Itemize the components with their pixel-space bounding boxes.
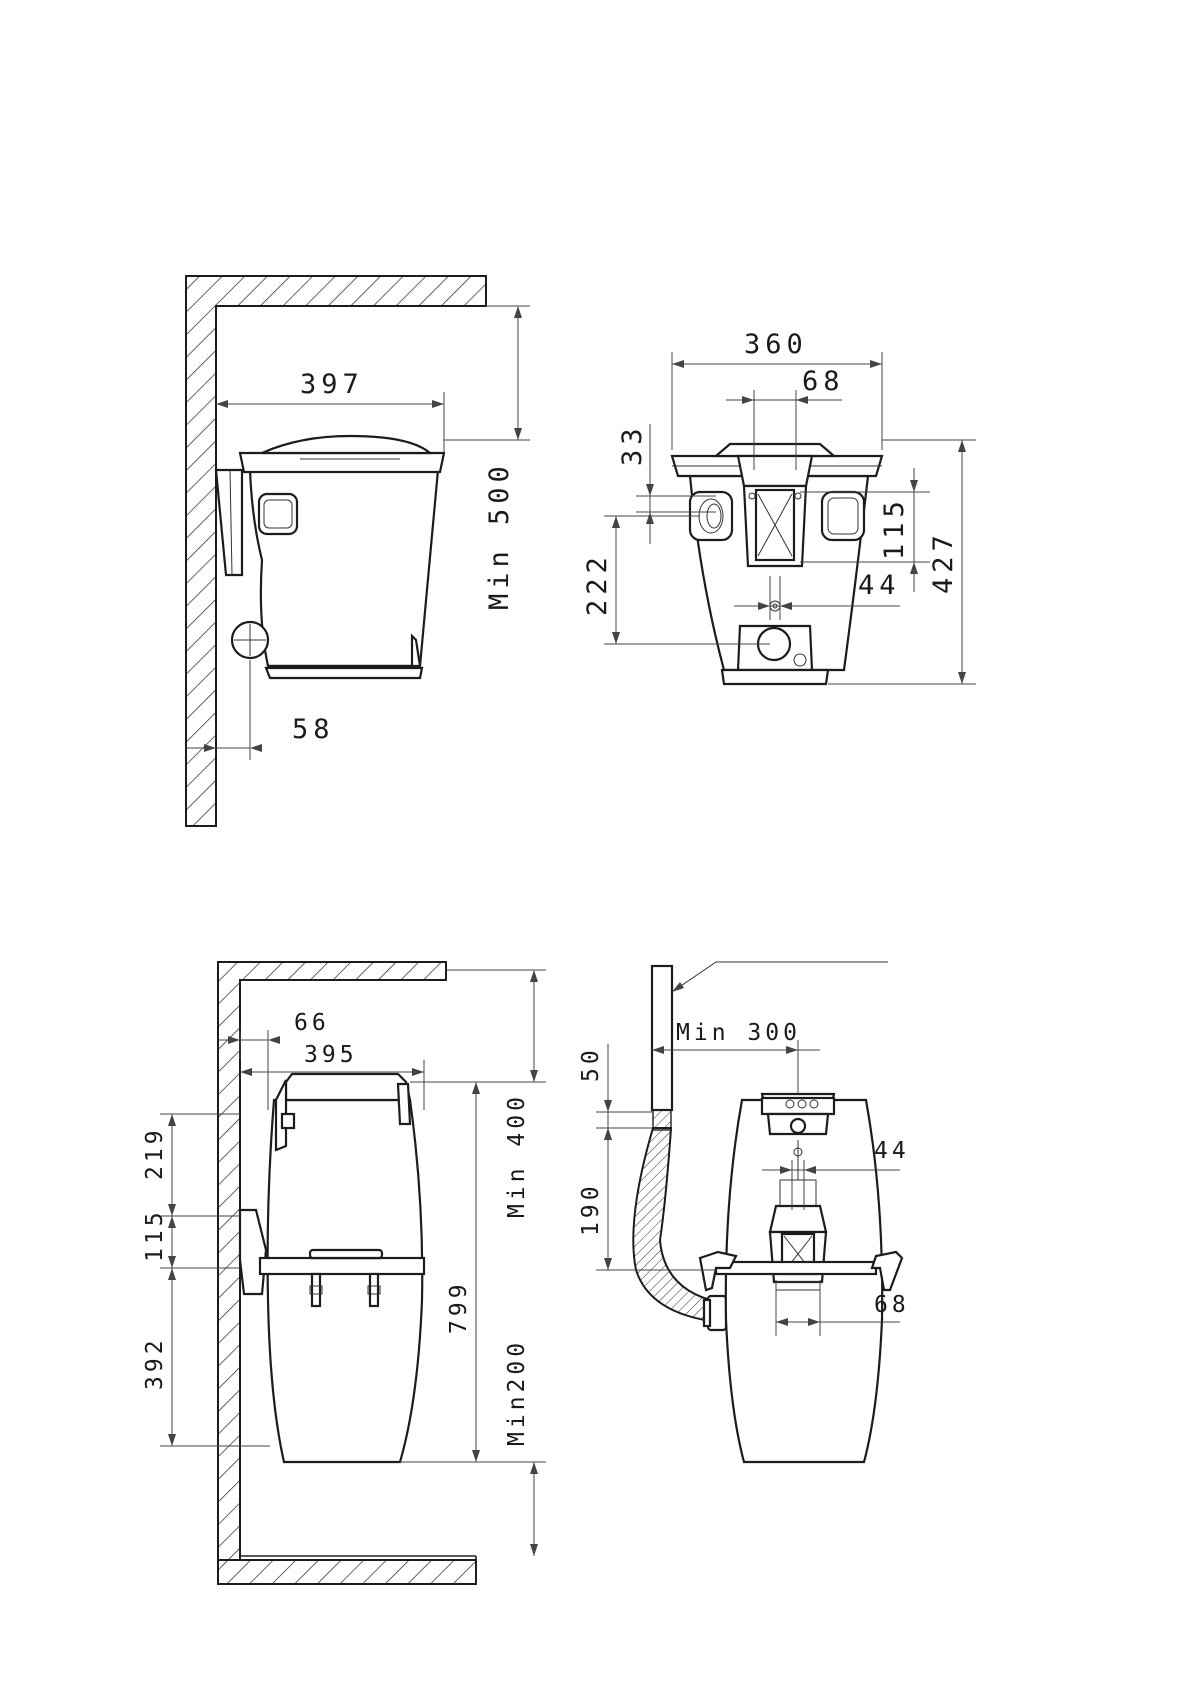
- dim-min-500: Min 500: [444, 306, 530, 610]
- view-bottom-side: 66 395 219 115 392: [142, 962, 546, 1584]
- dim-115-top-label: 115: [879, 496, 910, 560]
- dim-799-label: 799: [446, 1280, 472, 1334]
- vacuum-unit-tall-side: [240, 1074, 424, 1462]
- vacuum-unit-side: [216, 436, 444, 678]
- dim-427-label: 427: [928, 530, 959, 594]
- dim-360: 360: [672, 329, 882, 450]
- dim-66-label: 66: [294, 1010, 330, 1036]
- dim-190-label: 190: [578, 1182, 604, 1236]
- dim-50: 50: [578, 1044, 652, 1156]
- dim-33-label: 33: [617, 423, 648, 466]
- dim-min-400-label: Min 400: [504, 1093, 530, 1218]
- dim-397-label: 397: [300, 369, 364, 400]
- vertical-pipe: [652, 966, 672, 1110]
- dim-68-bottom-label: 68: [874, 1292, 910, 1318]
- dim-min-200: Min200: [504, 1339, 538, 1556]
- dim-392-label: 392: [142, 1336, 168, 1390]
- view-top-side: 397 Min 500 58: [186, 276, 530, 826]
- dim-min-500-label: Min 500: [484, 461, 515, 610]
- vacuum-unit-front: [672, 444, 882, 684]
- vacuum-unit-tall-front: [700, 1094, 902, 1462]
- dim-44-top-label: 44: [858, 570, 901, 601]
- dim-68-top-label: 68: [802, 366, 845, 397]
- dim-min-300-label: Min 300: [676, 1020, 801, 1046]
- dim-50-label: 50: [578, 1046, 604, 1082]
- dim-min-300: Min 300: [652, 1020, 820, 1094]
- flexible-hose: [633, 1128, 718, 1322]
- floor-section: [218, 1560, 476, 1584]
- dim-222-label: 222: [582, 552, 613, 616]
- view-top-front: 360 68 33 222: [582, 329, 976, 684]
- dim-219-label: 219: [142, 1126, 168, 1180]
- view-bottom-front: Min 300 50 190 44: [578, 962, 910, 1462]
- dim-min-200-label: Min200: [504, 1339, 530, 1446]
- dim-115-bottom-label: 115: [142, 1208, 168, 1262]
- dim-58-label: 58: [292, 714, 335, 745]
- dim-360-label: 360: [744, 329, 808, 360]
- dim-44-bottom-label: 44: [874, 1138, 910, 1164]
- dim-395-label: 395: [304, 1042, 358, 1068]
